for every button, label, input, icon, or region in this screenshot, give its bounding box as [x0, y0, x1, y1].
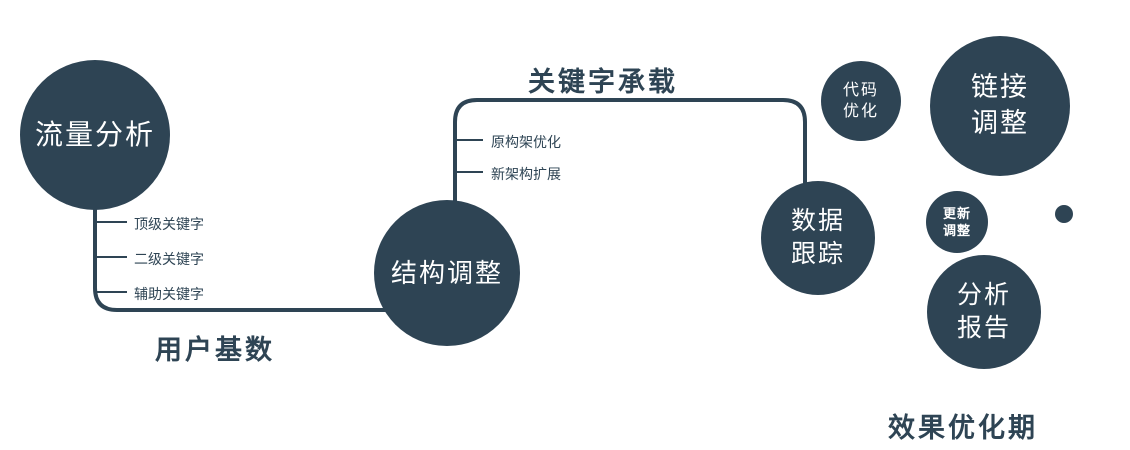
branch-label-new-architecture: 新架构扩展 — [491, 166, 561, 182]
branch-label-original-architecture: 原构架优化 — [491, 134, 561, 150]
node-link-adjustment: 链接 调整 — [930, 36, 1070, 176]
branch-label-aux-keywords: 辅助关键字 — [134, 286, 204, 302]
node-traffic-analysis-label: 流量分析 — [34, 118, 155, 150]
node-analysis-report: 分析 报告 — [927, 255, 1041, 369]
node-analysis-report-label: 分析 报告 — [956, 281, 1011, 342]
branch-label-second-keywords: 二级关键字 — [134, 251, 204, 267]
node-update-adjustment: 更新 调整 — [926, 191, 988, 253]
node-data-tracking: 数据 跟踪 — [761, 181, 875, 295]
edge-label-keyword-bearing: 关键字承载 — [528, 67, 678, 97]
edge-structure-datatracking — [453, 98, 807, 214]
node-update-adjustment-label: 更新 调整 — [942, 205, 971, 238]
dot-marker — [1055, 205, 1073, 223]
edge-traffic-structure — [93, 188, 400, 312]
node-code-optimization-label: 代码 优化 — [842, 81, 879, 120]
edge-label-user-base: 用户基数 — [155, 335, 275, 365]
node-link-adjustment-label: 链接 调整 — [971, 72, 1029, 138]
node-structure-adjustment: 结构调整 — [374, 200, 520, 346]
branch-label-top-keywords: 顶级关键字 — [134, 216, 204, 232]
node-code-optimization: 代码 优化 — [821, 61, 901, 141]
footer-label-effect-optimization: 效果优化期 — [888, 413, 1038, 443]
node-structure-adjustment-label: 结构调整 — [390, 257, 503, 288]
node-data-tracking-label: 数据 跟踪 — [790, 207, 845, 268]
node-traffic-analysis: 流量分析 — [20, 60, 170, 210]
